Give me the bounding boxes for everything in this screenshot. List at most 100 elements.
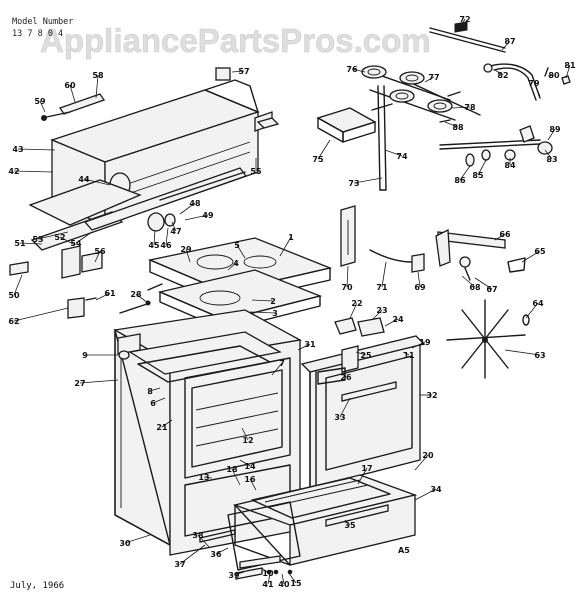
leader-line-43 [17,148,56,151]
leader-line-82 [494,69,504,76]
leader-line-66 [494,233,506,241]
leader-line-57 [231,70,245,73]
leader-line-67 [474,277,493,290]
leader-line-1 [279,236,292,257]
leader-line-33 [339,397,351,418]
leader-line-75 [317,139,331,160]
callout-79: 79 [528,79,540,88]
callout-70: 70 [341,283,353,292]
leader-line-87 [501,40,511,51]
callout-23: 23 [376,306,387,315]
leader-line-13 [203,476,213,479]
callout-19: 19 [419,338,431,347]
leader-line-77 [424,76,435,83]
callout-41: 41 [262,580,274,589]
leader-line-17 [357,467,368,485]
callout-73: 73 [348,179,359,188]
leader-line-7 [271,362,283,376]
callout-33: 33 [334,413,345,422]
callout-64: 64 [532,299,544,308]
callout-31: 31 [304,340,316,349]
callout-66: 66 [499,230,511,239]
leader-line-11 [402,351,410,356]
callout-52: 52 [54,233,65,242]
leader-line-46 [165,227,169,246]
drawing-date: July, 1966 [10,581,64,591]
leader-line-4 [227,262,237,271]
callout-12: 12 [242,436,253,445]
callout-9: 9 [82,351,88,360]
leader-line-20 [414,454,429,471]
leader-line-45 [153,229,156,246]
callout-labels: 1234567891011121314151617181920212223242… [8,15,576,589]
callout-88: 88 [452,123,464,132]
leader-line-89 [547,128,556,141]
leader-line-15 [287,571,297,584]
leader-line-51 [19,242,43,245]
leader-line-39 [233,571,245,576]
callout-21: 21 [156,423,168,432]
leader-line-10 [261,567,269,574]
callout-42: 42 [8,167,19,176]
callout-1: 1 [288,233,294,242]
callout-3: 3 [272,309,278,318]
leader-line-40 [281,573,285,585]
callout-67: 67 [486,285,497,294]
leader-line-22 [349,302,358,319]
leader-line-78 [451,106,471,109]
leader-line-18 [231,468,241,486]
callout-58: 58 [92,71,104,80]
leader-line-69 [417,271,421,288]
leader-line-60 [69,84,76,103]
callout-54: 54 [70,239,82,248]
leader-line-36 [215,547,229,555]
callout-53: 53 [32,235,43,244]
leader-line-64 [525,302,539,319]
callout-59: 59 [34,97,46,106]
callout-63: 63 [534,351,545,360]
oven-door [300,335,426,489]
leader-line-21 [161,419,173,428]
leader-line-88 [444,121,459,128]
leader-line-58 [95,74,99,99]
callout-38: 38 [192,531,204,540]
model-number-label: Model Number [12,17,73,27]
callout-24: 24 [392,315,404,324]
callout-85: 85 [472,171,484,180]
leader-line-38 [197,534,211,549]
leader-line-68 [461,275,476,288]
leader-line-76 [351,68,366,73]
callout-4: 4 [233,259,239,268]
leader-line-19 [411,341,426,349]
callout-25: 25 [360,351,372,360]
callout-60: 60 [64,81,76,90]
callout-13: 13 [198,473,209,482]
callout-29: 29 [180,245,192,254]
leader-line-85 [477,159,487,176]
leader-line-2 [251,299,274,302]
callout-87: 87 [504,37,515,46]
leader-line-41 [267,573,271,585]
leader-line-48 [179,202,196,215]
leader-line-6 [152,397,166,404]
callout-46: 46 [160,241,172,250]
leader-line-47 [171,221,177,232]
leader-line-83 [544,149,553,160]
leader-line-73 [353,177,383,184]
leader-line-3 [249,311,276,314]
cooktop-assembly [119,237,333,331]
callout-22: 22 [351,299,362,308]
model-number-value: 13 7 8 0 4 [12,29,63,39]
leader-line-79 [533,82,541,97]
callout-18: 18 [226,465,238,474]
callout-5: 5 [234,241,240,250]
callout-2: 2 [270,297,276,306]
callout-48: 48 [189,199,201,208]
leader-line-62 [13,307,69,322]
watermark-text: AppliancePartsPros.com [40,22,431,59]
callout-71: 71 [376,283,388,292]
leader-line-63 [504,349,541,356]
callout-47: 47 [170,227,181,236]
leader-line-29 [185,248,191,263]
leader-line-65 [521,250,541,263]
